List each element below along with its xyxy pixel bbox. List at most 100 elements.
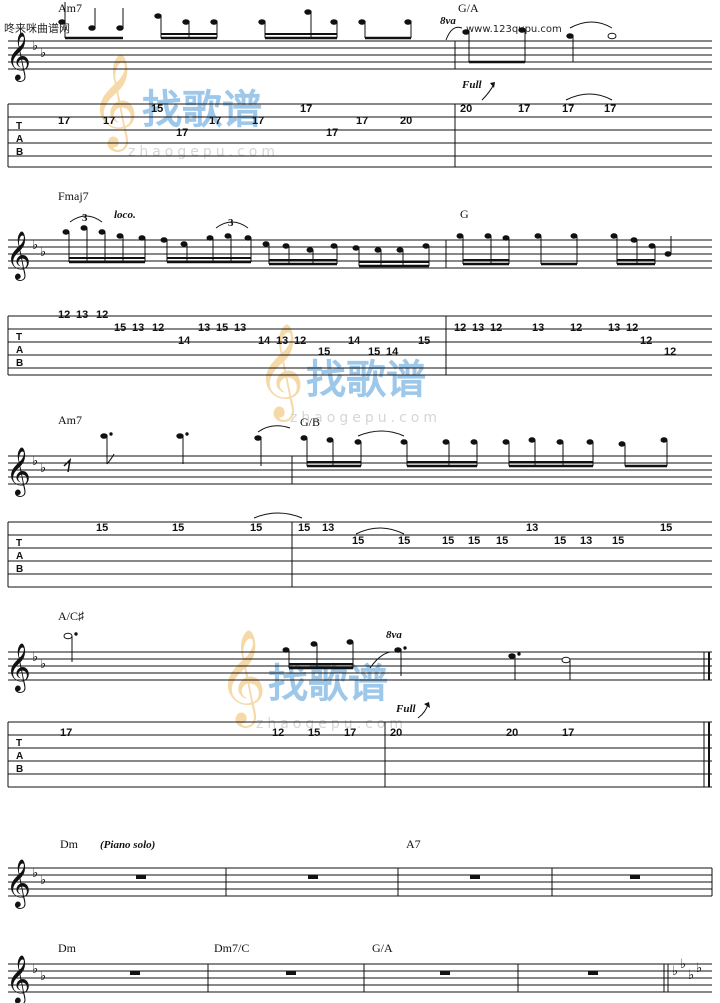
chord-label: G/A: [458, 1, 479, 15]
tab-fret: 12: [570, 322, 582, 334]
tab-clef-a: A: [16, 751, 23, 762]
ottava-mark: 8va: [440, 15, 456, 27]
tab-fret: 12: [272, 727, 284, 739]
tab-clef-t: T: [16, 738, 22, 749]
tab-fret: 13: [580, 535, 592, 547]
tab-fret: 17: [300, 103, 312, 115]
tie: [565, 93, 613, 101]
whole-rests: [136, 875, 640, 879]
tab-fret: 15: [352, 535, 364, 547]
tab-fret: 17: [604, 103, 616, 115]
tab-fret: 20: [400, 115, 412, 127]
treble-clef-icon: 𝄞: [6, 642, 31, 693]
tab-fret: 15: [398, 535, 410, 547]
tab-fret: 20: [390, 727, 402, 739]
loco-mark: loco.: [114, 209, 136, 221]
tab-fret: 12: [640, 335, 652, 347]
flat-icon: ♭: [32, 238, 38, 253]
tab-fret: 13: [132, 322, 144, 334]
tab-fret: 15: [216, 322, 228, 334]
system-6: 𝄞 ♭ ♭ Dm Dm7/C G/A ♭ ♭ ♭ ♭: [6, 941, 712, 1003]
treble-clef-icon: 𝄞: [6, 858, 31, 909]
tab-numbers: 17 17 15 17 17 17 17 17 17 20 20 17 17 1…: [58, 103, 616, 139]
tab-fret: 12: [58, 309, 70, 321]
system-4: 𝄞 ♭ ♭ A/C♯ 8va T A B Full 17: [6, 609, 712, 788]
tab-fret: 12: [664, 346, 676, 358]
staff-lines: [8, 867, 713, 897]
flat-icon: ♭: [696, 961, 702, 976]
tab-fret: 15: [368, 346, 380, 358]
tab-fret: 15: [308, 727, 320, 739]
tab-clef-a: A: [16, 551, 23, 562]
flat-icon: ♭: [32, 454, 38, 469]
tab-fret: 14: [178, 335, 191, 347]
bend-arrow-head: [490, 82, 495, 88]
tab-fret: 20: [506, 727, 518, 739]
tab-fret: 20: [460, 103, 472, 115]
notes: [58, 2, 617, 64]
tab-fret: 15: [612, 535, 624, 547]
flat-icon: ♭: [32, 650, 38, 665]
chord-label: Am7: [58, 413, 82, 427]
flat-icon: ♭: [32, 962, 38, 977]
notes: [63, 632, 571, 680]
chord-label: Dm: [58, 941, 77, 955]
tab-fret: 13: [608, 322, 620, 334]
treble-clef-icon: 𝄞: [6, 446, 31, 497]
tab-fret: 13: [198, 322, 210, 334]
tab-staff: [7, 315, 712, 376]
notes: [62, 225, 672, 268]
tab-fret: 13: [322, 522, 334, 534]
flat-icon: ♭: [680, 957, 686, 972]
tab-numbers: 12 13 12 15 13 12 14 13 15 13 14 13 12 1…: [58, 309, 676, 358]
tab-fret: 17: [176, 127, 188, 139]
tab-clef-b: B: [16, 358, 23, 369]
tab-fret: 14: [386, 346, 399, 358]
system-2: 𝄞 ♭ ♭ Fmaj7 G loco. 3 3: [6, 189, 712, 376]
tab-clef-t: T: [16, 332, 22, 343]
tab-fret: 14: [258, 335, 271, 347]
tab-fret: 15: [96, 522, 108, 534]
flat-icon: ♭: [672, 964, 678, 979]
tab-fret: 15: [318, 346, 330, 358]
flat-icon: ♭: [40, 245, 46, 260]
tab-numbers: 17 12 15 17 20 20 17: [60, 727, 574, 739]
flat-icon: ♭: [40, 46, 46, 61]
flat-icon: ♭: [40, 873, 46, 888]
bend-arrow-head: [424, 702, 430, 708]
tab-fret: 12: [454, 322, 466, 334]
tab-fret: 15: [660, 522, 672, 534]
tab-clef-b: B: [16, 564, 23, 575]
tab-fret: 15: [298, 522, 310, 534]
tab-fret: 12: [626, 322, 638, 334]
staff-lines: [8, 651, 712, 681]
notes: [63, 425, 668, 473]
tab-clef-b: B: [16, 764, 23, 775]
staff-lines: [8, 455, 712, 485]
tab-fret: 17: [60, 727, 72, 739]
tab-clef-t: T: [16, 121, 22, 132]
chord-label: G/A: [372, 941, 393, 955]
triplet-mark: 3: [228, 217, 234, 229]
chord-label: A7: [406, 837, 421, 851]
flat-icon: ♭: [40, 969, 46, 984]
tab-fret: 12: [490, 322, 502, 334]
triplet-mark: 3: [82, 212, 88, 224]
tab-fret: 17: [103, 115, 115, 127]
bend-arrow: [481, 83, 495, 101]
tab-fret: 17: [326, 127, 338, 139]
tab-fret: 17: [209, 115, 221, 127]
tab-fret: 17: [356, 115, 368, 127]
tab-fret: 15: [250, 522, 262, 534]
tab-clef-b: B: [16, 147, 23, 158]
tab-fret: 13: [472, 322, 484, 334]
tab-fret: 13: [526, 522, 538, 534]
site-header-left: 咚来咪曲谱网: [4, 23, 70, 35]
chord-label: Dm: [60, 837, 79, 851]
tab-staff: [7, 521, 712, 588]
tab-clef-a: A: [16, 345, 23, 356]
tab-fret: 12: [294, 335, 306, 347]
tab-fret: 13: [76, 309, 88, 321]
treble-clef-icon: 𝄞: [6, 31, 31, 82]
